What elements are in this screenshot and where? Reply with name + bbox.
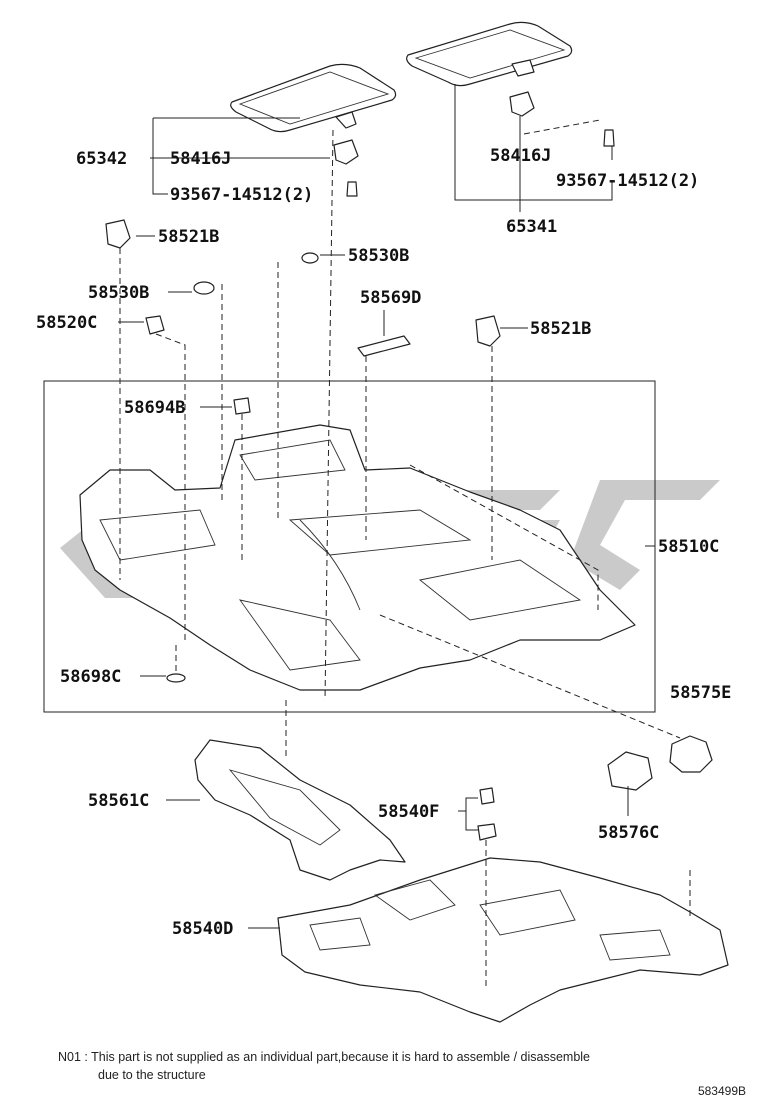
clip-58416J-left bbox=[333, 139, 359, 165]
floor-carpet-drawing bbox=[79, 424, 636, 691]
label-58698C: 58698C bbox=[60, 667, 121, 687]
clip-58540F-upper bbox=[479, 787, 495, 805]
label-58530B-left: 58530B bbox=[88, 283, 149, 303]
label-65341: 65341 bbox=[506, 217, 557, 237]
diagram-code: 583499B bbox=[697, 1084, 746, 1098]
clip-58521B-right bbox=[475, 315, 501, 347]
label-93567-right: 93567-14512(2) bbox=[556, 171, 699, 191]
label-65342: 65342 bbox=[76, 149, 127, 169]
pin-58530B-left bbox=[193, 281, 215, 295]
label-58561C: 58561C bbox=[88, 791, 149, 811]
part-labels: 65342 58416J 93567-14512(2) 58521B 58530… bbox=[36, 146, 731, 939]
label-58520C: 58520C bbox=[36, 313, 97, 333]
label-58416J-right: 58416J bbox=[490, 146, 551, 166]
label-58540F: 58540F bbox=[378, 802, 439, 822]
right-floor-mat-drawing bbox=[406, 21, 573, 87]
floor-silencer-58561C-drawing bbox=[194, 739, 406, 881]
label-93567-left: 93567-14512(2) bbox=[170, 185, 313, 205]
label-58694B: 58694B bbox=[124, 398, 185, 418]
assembly-dash-lines bbox=[119, 119, 691, 990]
footnote-line-1: N01 : This part is not supplied as an in… bbox=[58, 1050, 591, 1064]
label-58575E: 58575E bbox=[670, 683, 731, 703]
clip-58694B bbox=[233, 397, 251, 415]
left-floor-mat-drawing bbox=[230, 63, 397, 133]
floor-silencer-58540D-drawing bbox=[277, 857, 729, 1023]
footnote-line-2: due to the structure bbox=[98, 1068, 206, 1082]
clip-58521B-left bbox=[105, 219, 131, 249]
label-58416J-left: 58416J bbox=[170, 149, 231, 169]
bracket-58576C-drawing bbox=[607, 751, 653, 791]
label-58576C: 58576C bbox=[598, 823, 659, 843]
bracket-58569D bbox=[357, 335, 411, 357]
label-58530B-upper: 58530B bbox=[348, 246, 409, 266]
label-58521B-right: 58521B bbox=[530, 319, 591, 339]
label-58510C: 58510C bbox=[658, 537, 719, 557]
clip-58520C bbox=[145, 315, 165, 335]
screw-93567-right bbox=[603, 129, 615, 147]
footnote: N01 : This part is not supplied as an in… bbox=[58, 1048, 738, 1084]
label-58521B-left: 58521B bbox=[158, 227, 219, 247]
grommet-58698C bbox=[166, 673, 186, 683]
clip-58540F-lower bbox=[477, 823, 497, 841]
cover-58575E-drawing bbox=[669, 735, 713, 773]
clip-58416J-right bbox=[509, 91, 535, 117]
leader-lines bbox=[118, 84, 655, 929]
label-58540D: 58540D bbox=[172, 919, 233, 939]
label-58569D: 58569D bbox=[360, 288, 421, 308]
screw-93567-left bbox=[346, 181, 358, 197]
pin-58530B-upper bbox=[301, 252, 319, 264]
